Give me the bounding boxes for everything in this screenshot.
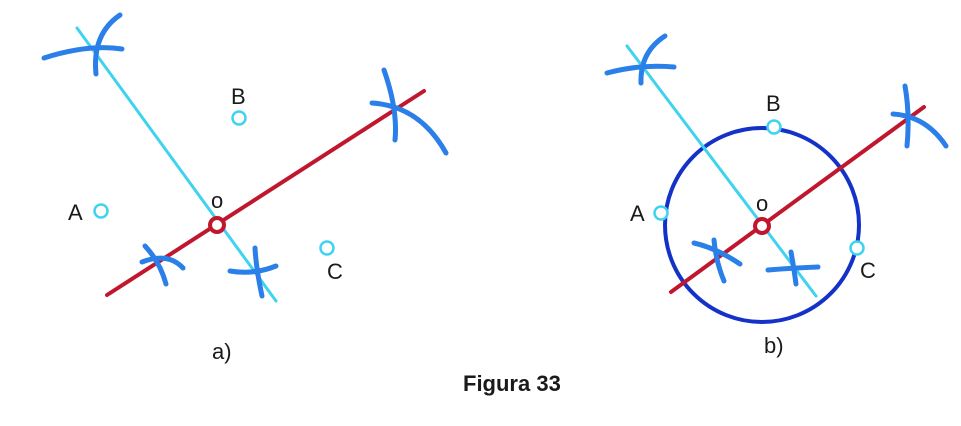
arc-mark xyxy=(369,100,449,156)
circumcircle xyxy=(663,126,861,324)
sublabel-a: a) xyxy=(212,339,232,364)
label-b: B xyxy=(766,91,781,116)
center-point-o xyxy=(208,216,226,234)
label-o: o xyxy=(756,191,768,216)
label-c: C xyxy=(327,259,343,284)
label-b: B xyxy=(231,84,246,109)
bisector-ab-line xyxy=(75,26,278,303)
arc-mark xyxy=(93,12,123,77)
arc-mark xyxy=(142,243,169,287)
point-b xyxy=(766,119,782,135)
arc-mark xyxy=(139,255,186,271)
panel-b: A B C o b) xyxy=(604,33,949,358)
point-b xyxy=(231,110,247,126)
arc-mark xyxy=(638,33,668,86)
label-a: A xyxy=(630,201,645,226)
center-point-o xyxy=(753,217,771,235)
point-a xyxy=(653,205,669,221)
arc-mark xyxy=(890,111,949,149)
label-a: A xyxy=(68,200,83,225)
panel-a: A B C o a) xyxy=(41,12,449,364)
arc-mark xyxy=(41,45,125,61)
point-c xyxy=(319,240,335,256)
point-a xyxy=(93,203,109,219)
arc-mark xyxy=(227,263,279,275)
bisector-ab-line xyxy=(625,44,818,298)
label-o: o xyxy=(211,188,223,213)
arc-mark xyxy=(252,245,265,299)
arc-mark xyxy=(788,249,799,287)
compass-arc-marks xyxy=(604,33,949,287)
arc-mark xyxy=(711,237,727,284)
sublabel-b: b) xyxy=(764,333,784,358)
label-c: C xyxy=(860,258,876,283)
compass-arc-marks xyxy=(41,12,449,299)
bisector-bc-line xyxy=(669,105,926,294)
bisector-bc-line xyxy=(105,89,426,297)
figure-caption: Figura 33 xyxy=(463,371,561,396)
point-c xyxy=(849,240,865,256)
